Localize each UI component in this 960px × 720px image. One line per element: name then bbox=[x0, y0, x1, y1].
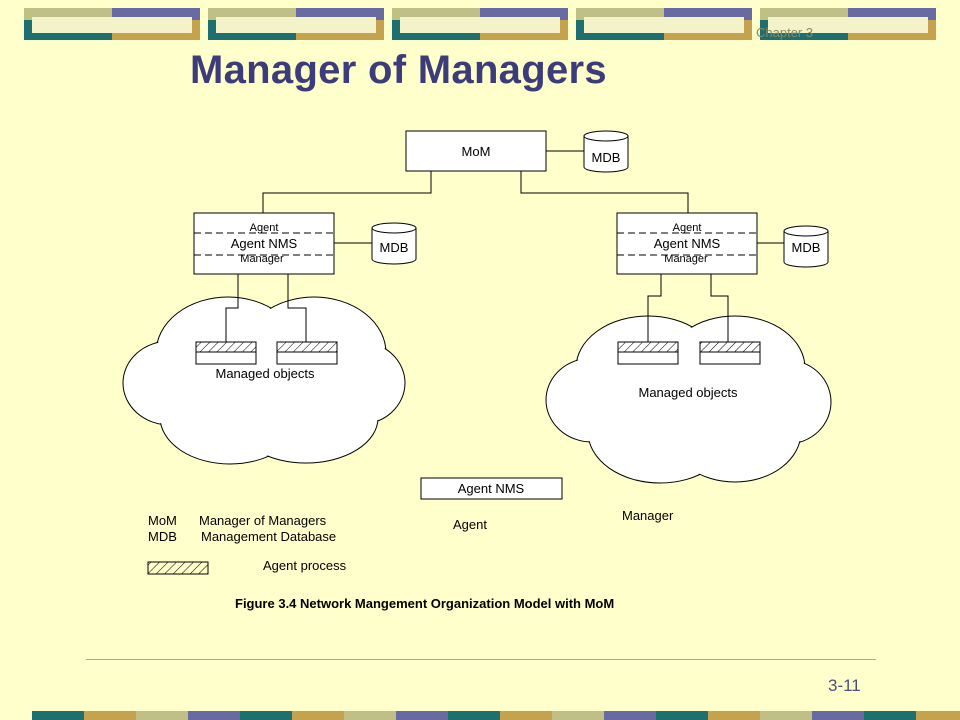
right-agent-label: Agent bbox=[673, 222, 702, 234]
bottom-tile bbox=[292, 711, 344, 720]
slide-title: Manager of Managers bbox=[190, 48, 607, 92]
figure-caption: Figure 3.4 Network Mangement Organizatio… bbox=[235, 596, 614, 611]
legend-mdb-abbr: MDB bbox=[148, 529, 177, 544]
mom-box-label: MoM bbox=[462, 144, 491, 159]
left-agent-nms-box: Agent Agent NMS Manager bbox=[193, 212, 335, 275]
left-agent-process-2 bbox=[276, 341, 338, 353]
bottom-tile bbox=[552, 711, 604, 720]
bottom-tile bbox=[812, 711, 864, 720]
bottom-tile bbox=[240, 711, 292, 720]
right-agent-process-2-base bbox=[699, 351, 761, 365]
left-agent-process-1 bbox=[195, 341, 257, 353]
bottom-tile bbox=[760, 711, 812, 720]
page-number: 3-11 bbox=[828, 676, 861, 695]
left-managed-network-cloud bbox=[122, 296, 406, 465]
right-mdb-label: MDB bbox=[792, 240, 821, 255]
bottom-tile bbox=[32, 711, 84, 720]
top-tile-highlight bbox=[400, 17, 560, 33]
bottom-tile bbox=[188, 711, 240, 720]
left-agent-process-1-base bbox=[195, 351, 257, 365]
top-tile-highlight bbox=[768, 17, 928, 33]
bottom-tile bbox=[656, 711, 708, 720]
bottom-tile bbox=[916, 711, 960, 720]
right-agent-process-1-base bbox=[617, 351, 679, 365]
right-agent-process-2 bbox=[699, 341, 761, 353]
chapter-label: Chapter 3 bbox=[756, 25, 814, 40]
legend-agent-process-swatch bbox=[147, 561, 209, 575]
mom-right-connector bbox=[520, 171, 689, 213]
left-manager-label: Manager bbox=[240, 253, 284, 265]
right-agent-nms-label: Agent NMS bbox=[654, 236, 721, 251]
left-managed-objects-label: Managed objects bbox=[215, 366, 315, 381]
bottom-tile bbox=[864, 711, 916, 720]
bottom-tile bbox=[396, 711, 448, 720]
right-manager-label: Manager bbox=[664, 253, 708, 265]
left-mdb-label: MDB bbox=[380, 240, 409, 255]
legend-agent-nms-box bbox=[420, 477, 563, 500]
top-tile-highlight bbox=[216, 17, 376, 33]
right-agent-nms-box: Agent Agent NMS Manager bbox=[616, 212, 758, 275]
mom-left-connector bbox=[262, 171, 432, 213]
left-agent-process-2-base bbox=[276, 351, 338, 365]
right-managed-network-cloud bbox=[545, 315, 832, 484]
bottom-tile bbox=[708, 711, 760, 720]
left-agent-label: Agent bbox=[250, 222, 279, 234]
bottom-tile bbox=[448, 711, 500, 720]
legend-agent-process-label: Agent process bbox=[263, 558, 347, 573]
left-mdb-database: MDB bbox=[371, 222, 417, 265]
right-agent-process-1 bbox=[617, 341, 679, 353]
bottom-tile bbox=[136, 711, 188, 720]
top-decorative-band bbox=[24, 8, 936, 40]
mom-box bbox=[405, 130, 547, 172]
mom-mdb-database: MDB bbox=[583, 130, 629, 173]
legend-agent-nms-label: Agent NMS bbox=[458, 481, 525, 496]
legend-mdb-full: Management Database bbox=[201, 529, 336, 544]
legend-agent-text: Agent bbox=[453, 517, 487, 532]
bottom-tile bbox=[604, 711, 656, 720]
bottom-decorative-band bbox=[32, 711, 960, 720]
legend-mom-abbr: MoM bbox=[148, 513, 177, 528]
bottom-tile bbox=[500, 711, 552, 720]
bottom-tile bbox=[344, 711, 396, 720]
right-mdb-database: MDB bbox=[783, 225, 829, 268]
legend-manager-text: Manager bbox=[622, 508, 674, 523]
footer-divider bbox=[86, 659, 876, 660]
left-agent-nms-label: Agent NMS bbox=[231, 236, 298, 251]
top-tile-highlight bbox=[32, 17, 192, 33]
top-tile-highlight bbox=[584, 17, 744, 33]
mom-mdb-label: MDB bbox=[592, 150, 621, 165]
right-managed-objects-label: Managed objects bbox=[638, 385, 738, 400]
bottom-tile bbox=[84, 711, 136, 720]
legend-mom-full: Manager of Managers bbox=[199, 513, 327, 528]
